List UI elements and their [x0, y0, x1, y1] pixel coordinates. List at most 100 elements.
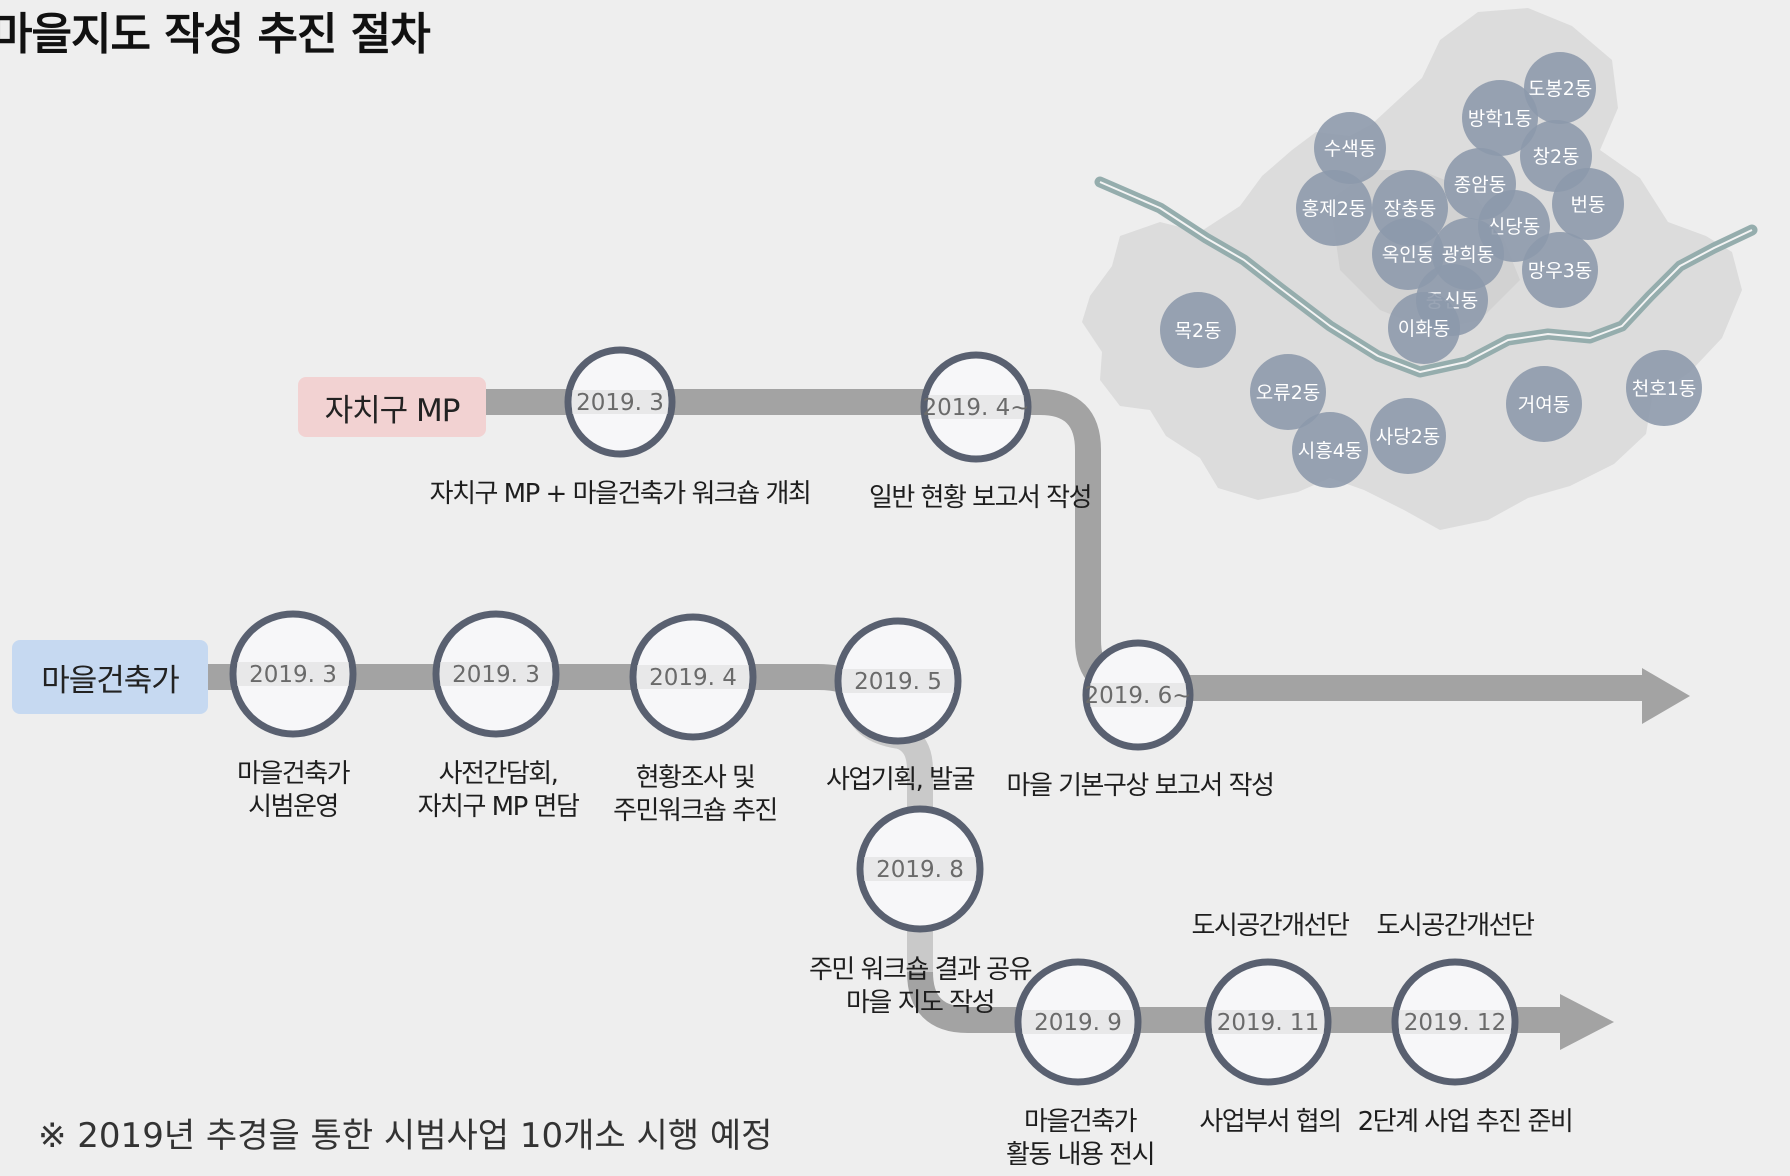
district-circle — [1462, 80, 1538, 156]
mp-step-1-label: 자치구 MP + 마을건축가 워크숍 개최 — [429, 479, 812, 509]
merge-node: 2019. 6~ — [1082, 639, 1194, 751]
district-marker: 오류2동 — [1250, 354, 1326, 430]
bottom-node-3: 2019. 12 — [1391, 958, 1519, 1086]
district-label: 시흥4동 — [1298, 440, 1363, 462]
mp-node-1: 2019. 3 — [564, 346, 676, 458]
architect-node-1-band — [237, 662, 349, 686]
district-label: 홍제2동 — [1302, 198, 1367, 220]
architect-node-2-date: 2019. 3 — [452, 662, 540, 688]
bottom-node-2-date: 2019. 11 — [1217, 1010, 1319, 1036]
district-marker: 망우3동 — [1522, 232, 1598, 308]
district-marker: 천호1동 — [1626, 350, 1702, 426]
architect-step-3-label: 현황조사 및 주민워크숍 추진 — [613, 763, 778, 826]
architect-node-4-date: 2019. 5 — [854, 669, 942, 695]
district-circle — [1250, 354, 1326, 430]
architect-node-5-band — [864, 857, 976, 881]
timeline-nodes: 2019. 3 2019. 4~ 2019. 3 2019. 3 2019. 4 2019… — [229, 346, 1519, 1086]
han-river-edge — [1099, 181, 1753, 373]
district-label: 번동 — [1571, 194, 1606, 216]
bottom-node-1-band — [1022, 1010, 1134, 1034]
bottom-track-line — [907, 971, 1580, 1033]
district-label: 수색동 — [1324, 138, 1376, 160]
mp-node-1-date: 2019. 3 — [576, 390, 664, 416]
district-circle — [1296, 170, 1372, 246]
architect-node-2: 2019. 3 — [432, 610, 560, 738]
district-marker: 홍제2동 — [1296, 170, 1372, 246]
district-marker: 수색동 — [1314, 112, 1386, 184]
bottom-step-2-label: 사업부서 협의 — [1199, 1107, 1342, 1137]
district-label: 옥인동 — [1382, 244, 1434, 266]
architect-tag: 마을건축가 — [12, 640, 208, 714]
district-circle — [1292, 412, 1368, 488]
page-title: 마을지도 작성 추진 절차 — [0, 9, 431, 60]
district-label: 거여동 — [1518, 394, 1570, 416]
district-circle — [1370, 398, 1446, 474]
architect-node-2-band — [440, 662, 552, 686]
district-label: 방학1동 — [1468, 108, 1533, 130]
district-marker: 이화동 — [1388, 292, 1460, 364]
bottom-node-2-band — [1212, 1010, 1324, 1034]
district-label: 이화동 — [1398, 318, 1450, 340]
mp-track-arrowhead — [1642, 668, 1690, 724]
architect-node-1: 2019. 3 — [229, 610, 357, 738]
architect-step-1-label: 마을건축가 시범운영 — [236, 759, 351, 822]
merge-node-band — [1090, 683, 1186, 707]
bottom-track-arrowhead — [1560, 994, 1614, 1050]
district-label: 도봉2동 — [1528, 78, 1593, 100]
merge-step-label: 마을 기본구상 보고서 작성 — [1006, 771, 1275, 801]
bottom-step-3-owner: 도시공간개선단 — [1376, 911, 1535, 941]
architect-node-1-date: 2019. 3 — [249, 662, 337, 688]
footnote: ※ 2019년 추경을 통한 시범사업 10개소 시행 예정 — [38, 1116, 773, 1156]
district-marker: 옥인동 — [1372, 218, 1444, 290]
district-label: 오류2동 — [1256, 382, 1321, 404]
architect-step-5-label: 주민 워크숍 결과 공유 마을 지도 작성 — [808, 955, 1033, 1018]
architect-node-4: 2019. 5 — [834, 617, 962, 745]
district-circle — [1388, 292, 1460, 364]
district-label: 신당동 — [1488, 216, 1540, 238]
district-marker: 거여동 — [1506, 366, 1582, 442]
bottom-node-3-date: 2019. 12 — [1404, 1010, 1506, 1036]
architect-node-5-date: 2019. 8 — [876, 857, 964, 883]
bottom-step-2-owner: 도시공간개선단 — [1191, 911, 1350, 941]
mp-node-2: 2019. 4~ — [920, 351, 1032, 463]
district-label: 망우3동 — [1528, 260, 1593, 282]
district-circle — [1626, 350, 1702, 426]
district-label: 사당2동 — [1376, 426, 1441, 448]
mp-tag: 자치구 MP — [298, 377, 486, 437]
district-label: 천호1동 — [1632, 378, 1697, 400]
bottom-step-1-label: 마을건축가 활동 내용 전시 — [1005, 1107, 1156, 1170]
district-marker: 번동 — [1552, 168, 1624, 240]
mp-step-2-label: 일반 현황 보고서 작성 — [868, 483, 1093, 513]
architect-step-2-label: 사전간담회, 자치구 MP 면담 — [417, 759, 580, 822]
district-label: 목2동 — [1174, 320, 1221, 342]
district-label: 장충동 — [1384, 198, 1436, 220]
district-circle — [1372, 218, 1444, 290]
district-circle — [1552, 168, 1624, 240]
architect-node-4-band — [842, 669, 954, 693]
district-marker: 방학1동 — [1462, 80, 1538, 156]
architect-step-4-label: 사업기획, 발굴 — [825, 765, 976, 795]
architect-node-3: 2019. 4 — [629, 613, 757, 741]
district-circle — [1160, 292, 1236, 368]
district-label: 광희동 — [1442, 244, 1494, 266]
bottom-node-1: 2019. 9 — [1014, 958, 1142, 1086]
district-circle — [1522, 232, 1598, 308]
district-marker: 사당2동 — [1370, 398, 1446, 474]
mp-node-2-band — [928, 395, 1024, 419]
district-label: 종암동 — [1454, 174, 1506, 196]
district-marker: 시흥4동 — [1292, 412, 1368, 488]
district-marker: 도봉2동 — [1524, 52, 1596, 124]
bottom-step-3-label: 2단계 사업 추진 준비 — [1357, 1107, 1574, 1137]
district-circle — [1524, 52, 1596, 124]
district-circle — [1314, 112, 1386, 184]
architect-node-5: 2019. 8 — [856, 805, 984, 933]
architect-node-3-date: 2019. 4 — [649, 665, 737, 691]
mp-node-1-band — [572, 390, 668, 414]
district-label: 창2동 — [1532, 146, 1579, 168]
architect-node-3-band — [637, 665, 749, 689]
district-marker: 목2동 — [1160, 292, 1236, 368]
